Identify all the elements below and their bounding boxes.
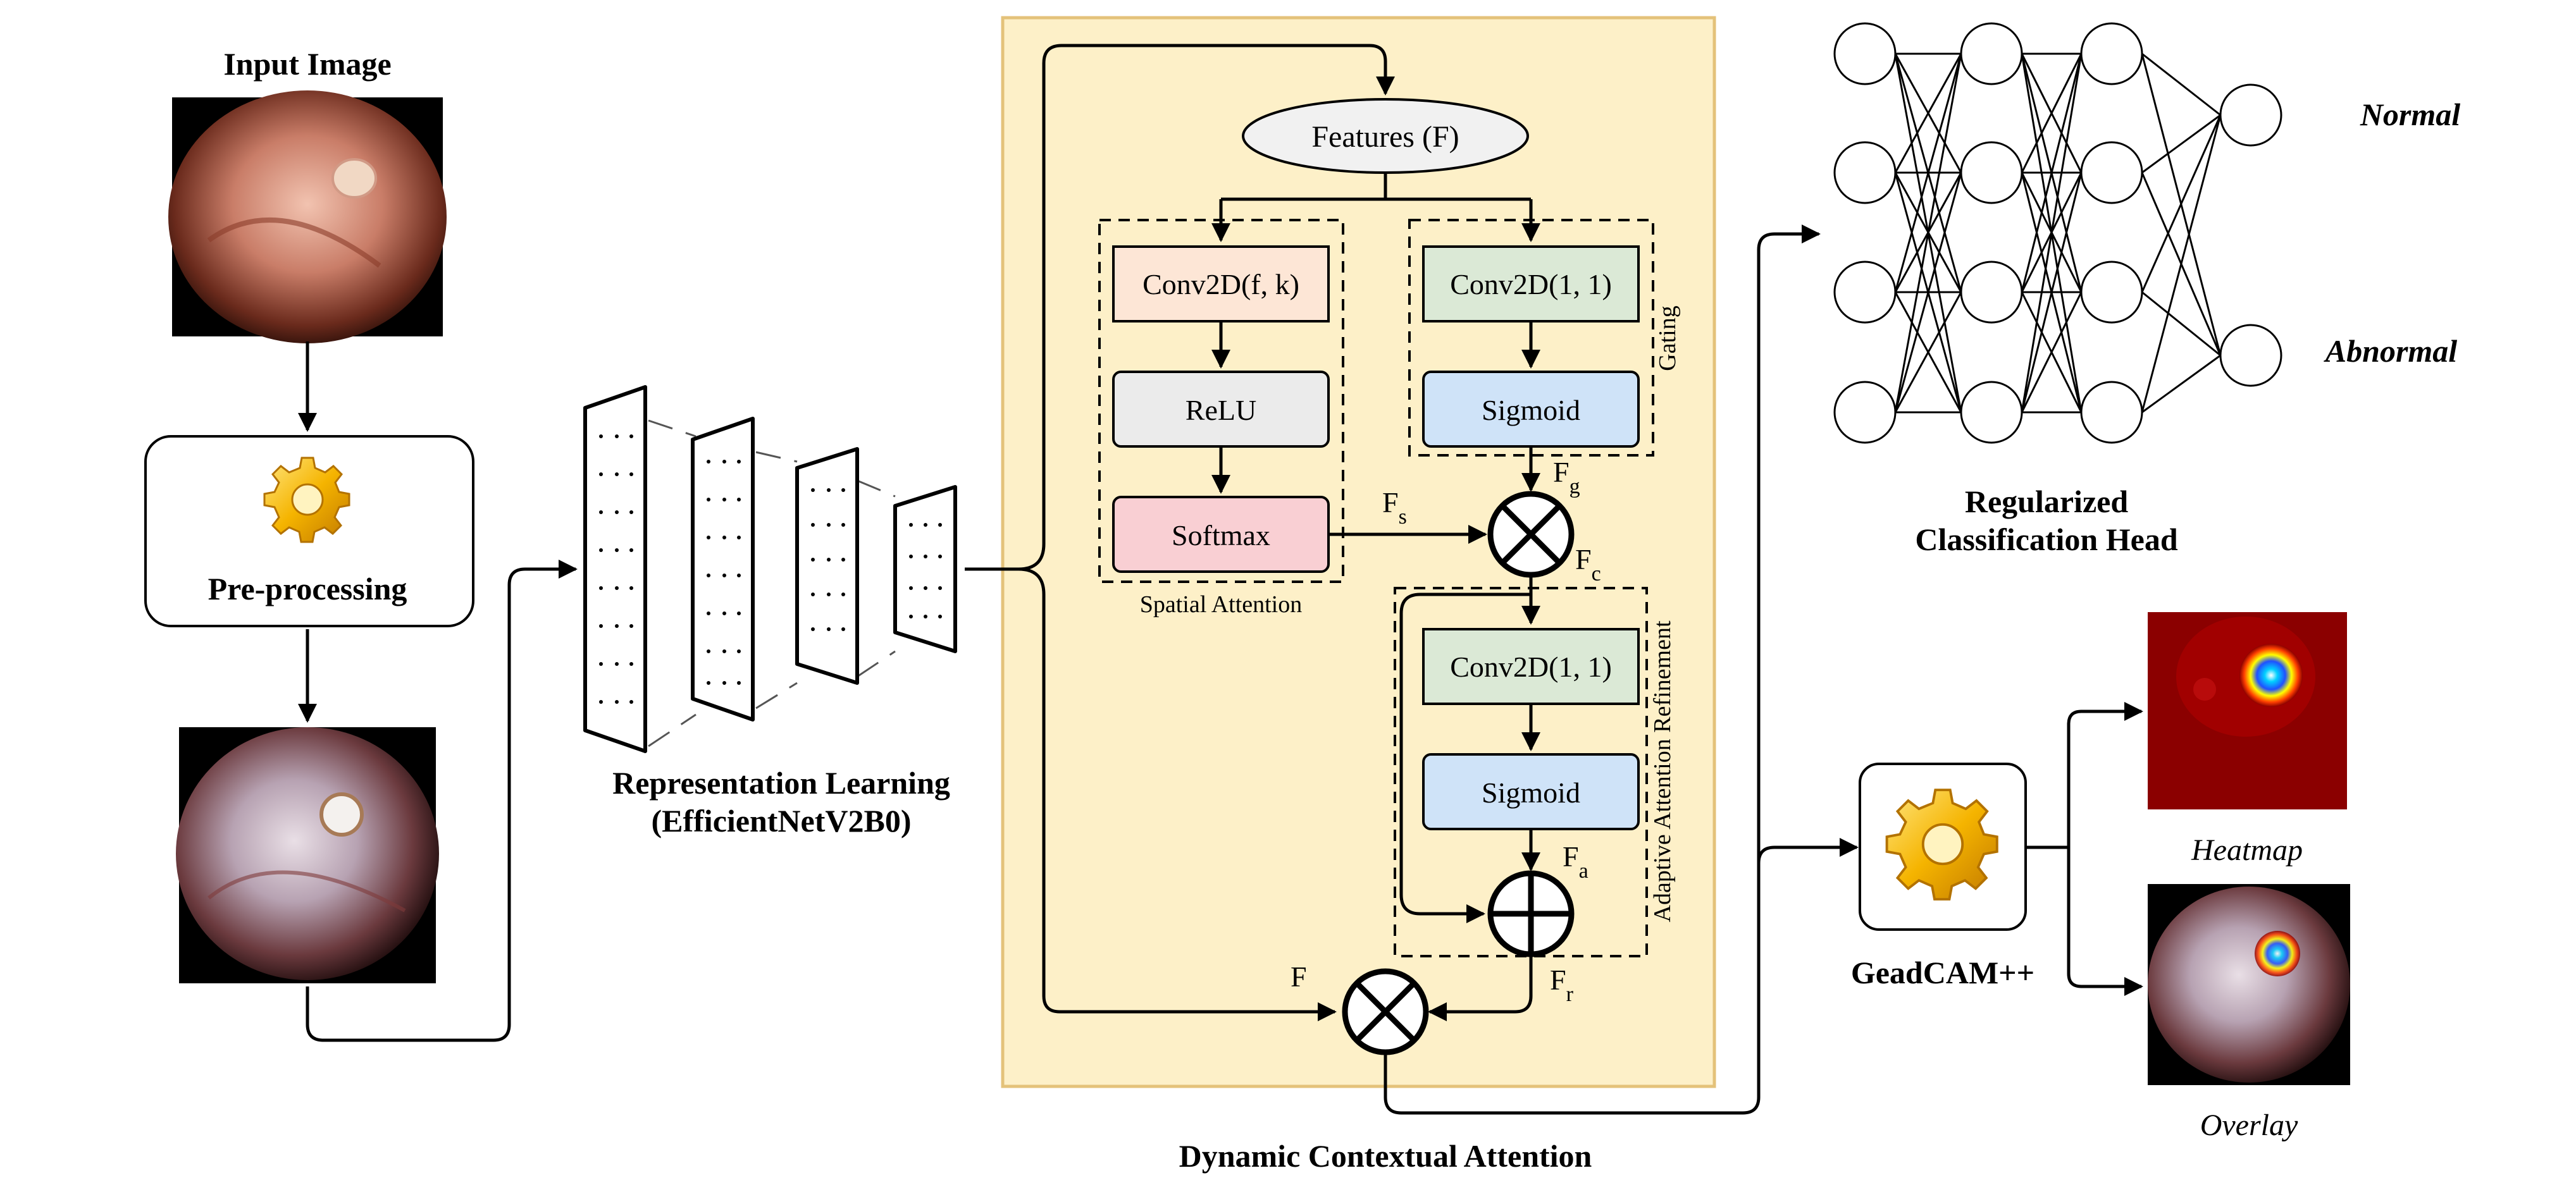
input-endoscopy-image xyxy=(168,90,447,343)
nn-edge xyxy=(1894,53,1962,293)
refinement-caption: Adaptive Attention Refinement xyxy=(1649,620,1676,922)
nn-neuron xyxy=(2080,22,2143,85)
attention-caption: Dynamic Contextual Attention xyxy=(1179,1138,1592,1174)
refine-sigmoid-label: Sigmoid xyxy=(1482,777,1580,809)
backbone-label-line1: Representation Learning xyxy=(612,765,950,801)
nn-neuron xyxy=(1960,22,2023,85)
nn-neuron xyxy=(1960,261,2023,324)
gating-multiply-node xyxy=(1487,491,1575,578)
backbone-label-line2: (EfficientNetV2B0) xyxy=(652,803,912,838)
preprocess-gear-icon xyxy=(263,457,350,543)
nn-edge xyxy=(2141,114,2221,174)
nn-edge xyxy=(1894,53,1962,413)
arrow-to-backbone xyxy=(306,560,578,1042)
spatial-conv-box xyxy=(1112,245,1330,322)
nn-edge xyxy=(2141,52,2221,116)
nn-neuron xyxy=(1960,141,2023,204)
efficientnet-backbone xyxy=(583,385,957,753)
heatmap-label: Heatmap xyxy=(2191,833,2303,867)
nn-edge xyxy=(2141,291,2221,357)
nn-edge xyxy=(2141,114,2222,413)
preprocess-box: Pre-processing xyxy=(144,435,474,627)
nn-edge xyxy=(1894,172,1962,413)
nn-output-neuron xyxy=(2219,83,2282,147)
dynamic-attention-panel xyxy=(1001,16,1716,1088)
gradcam-box xyxy=(1859,763,2027,931)
overlay-label: Overlay xyxy=(2200,1109,2298,1142)
enhanced-image xyxy=(176,727,439,983)
final-multiply-node xyxy=(1342,968,1429,1055)
nn-edge xyxy=(2021,53,2083,173)
output-abnormal-label: Abnormal xyxy=(2324,333,2458,369)
nn-neuron xyxy=(1833,141,1897,204)
nn-edge xyxy=(1894,53,1962,173)
nn-neuron xyxy=(1833,261,1897,324)
nn-neuron xyxy=(1833,22,1897,85)
fr-symbol: Fr xyxy=(1550,964,1574,1006)
spatial-conv-label: Conv2D(f, k) xyxy=(1142,268,1299,300)
arrow-to-gradcam xyxy=(1384,838,1859,1115)
fs-symbol: Fs xyxy=(1382,486,1407,529)
preprocess-label: Pre-processing xyxy=(208,571,407,606)
gating-conv-box xyxy=(1422,245,1640,322)
arrow-to-features xyxy=(965,44,1395,571)
gradcam-gear-icon xyxy=(1885,789,1998,901)
nn-edge xyxy=(2021,292,2083,413)
gating-sigmoid-label: Sigmoid xyxy=(1482,394,1580,426)
nn-edge xyxy=(2141,114,2222,293)
input-image-title: Input Image xyxy=(223,46,391,82)
relu-label: ReLU xyxy=(1186,394,1256,426)
output-normal-label: Normal xyxy=(2360,97,2460,132)
classifier-caption-line2: Classification Head xyxy=(1915,522,2177,557)
refine-conv-box xyxy=(1422,628,1640,705)
spatial-attention-group xyxy=(1098,219,1344,583)
nn-edge xyxy=(1894,292,1962,413)
features-label: Features (F) xyxy=(1311,120,1459,154)
arrow-residual-to-add xyxy=(1399,593,1531,923)
nn-edge xyxy=(2021,53,2083,413)
classifier-caption-line1: Regularized xyxy=(1965,484,2128,519)
arrow-add-to-final-multiply xyxy=(1428,954,1533,1021)
nn-output-neuron xyxy=(2219,324,2282,387)
nn-edge xyxy=(2021,172,2083,413)
softmax-label: Softmax xyxy=(1172,519,1270,551)
refinement-group xyxy=(1394,587,1648,957)
arrow-skip-to-final-multiply xyxy=(1018,567,1337,1021)
arrow-to-heatmap xyxy=(2026,702,2143,849)
f-symbol: F xyxy=(1291,961,1307,993)
nn-neuron xyxy=(1960,381,2023,444)
arrow-to-overlay xyxy=(2067,847,2143,996)
nn-edge xyxy=(2141,354,2221,414)
nn-neuron xyxy=(2080,141,2143,204)
arrow-to-classifier xyxy=(1757,224,1821,885)
nn-neuron xyxy=(2080,261,2143,324)
heatmap-image xyxy=(2148,612,2347,809)
refine-conv-label: Conv2D(1, 1) xyxy=(1450,651,1612,683)
nn-neuron xyxy=(2080,381,2143,444)
fa-symbol: Fa xyxy=(1563,840,1588,883)
gating-group xyxy=(1408,219,1654,457)
gating-conv-label: Conv2D(1, 1) xyxy=(1450,268,1612,300)
refine-add-node xyxy=(1487,870,1575,957)
nn-neuron xyxy=(1833,381,1897,444)
fg-symbol: Fg xyxy=(1553,456,1580,498)
fc-symbol: Fc xyxy=(1575,543,1601,586)
classification-network xyxy=(1833,22,2282,444)
features-split-lines xyxy=(1219,173,1533,231)
spatial-attention-caption: Spatial Attention xyxy=(1140,591,1302,618)
overlay-image xyxy=(2148,884,2350,1085)
nn-edge xyxy=(2021,53,2083,293)
gating-caption: Gating xyxy=(1654,305,1681,371)
gradcam-label: GeadCAM++ xyxy=(1851,955,2034,990)
